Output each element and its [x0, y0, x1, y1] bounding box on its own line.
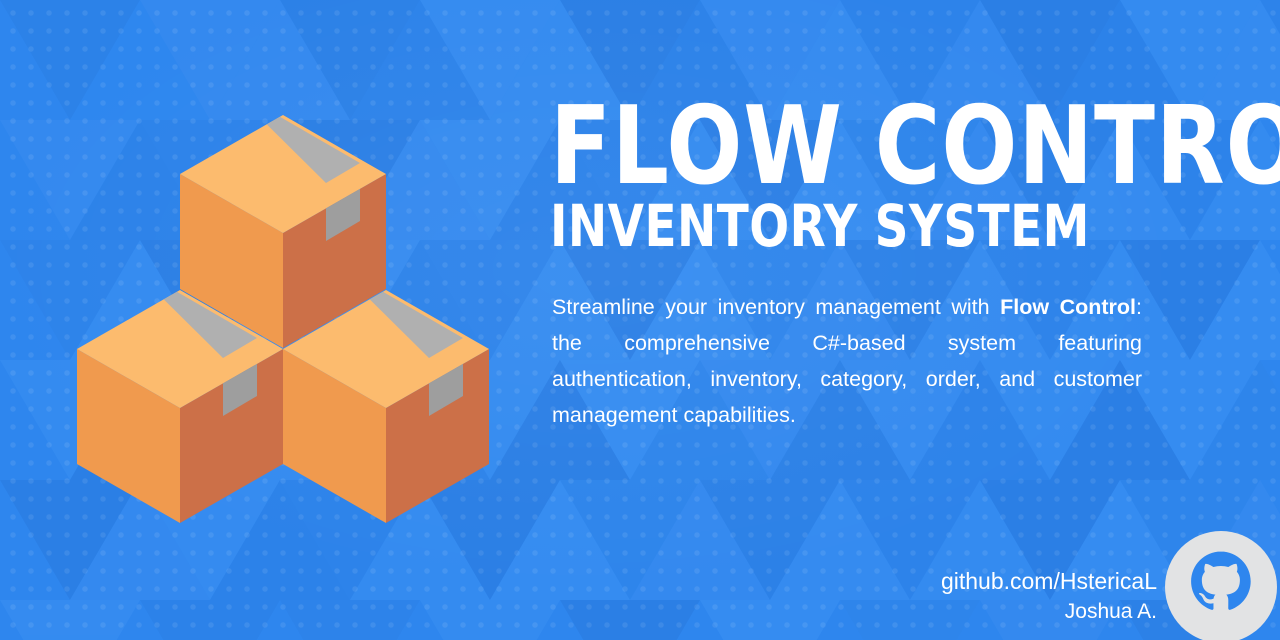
- page-subtitle: INVENTORY SYSTEM: [550, 192, 1090, 261]
- description-text: Streamline your inventory management wit…: [552, 289, 1142, 433]
- top-box: [180, 115, 386, 348]
- github-url-link[interactable]: github.com/HstericaL: [940, 568, 1157, 594]
- page-title: FLOW CONTROL: [550, 84, 1280, 209]
- stacked-boxes-illustration: [60, 100, 510, 540]
- description-lead: Streamline your inventory management wit…: [552, 295, 1001, 320]
- github-octocat-icon: [1165, 531, 1277, 640]
- author-name: Joshua A.: [1064, 600, 1157, 623]
- description-rest: : the comprehensive C#-based system feat…: [552, 295, 1142, 428]
- stacked-cardboard-boxes-icon: [77, 115, 489, 523]
- bottom-left-box: [77, 290, 283, 523]
- github-logo[interactable]: [1165, 531, 1277, 640]
- bottom-right-box: [283, 290, 489, 523]
- content-column: FLOW CONTROL INVENTORY SYSTEM Streamline…: [550, 84, 1280, 433]
- footer-credits: github.com/HstericaL Joshua A.: [941, 566, 1157, 626]
- description-brand: Flow Control: [1000, 295, 1136, 320]
